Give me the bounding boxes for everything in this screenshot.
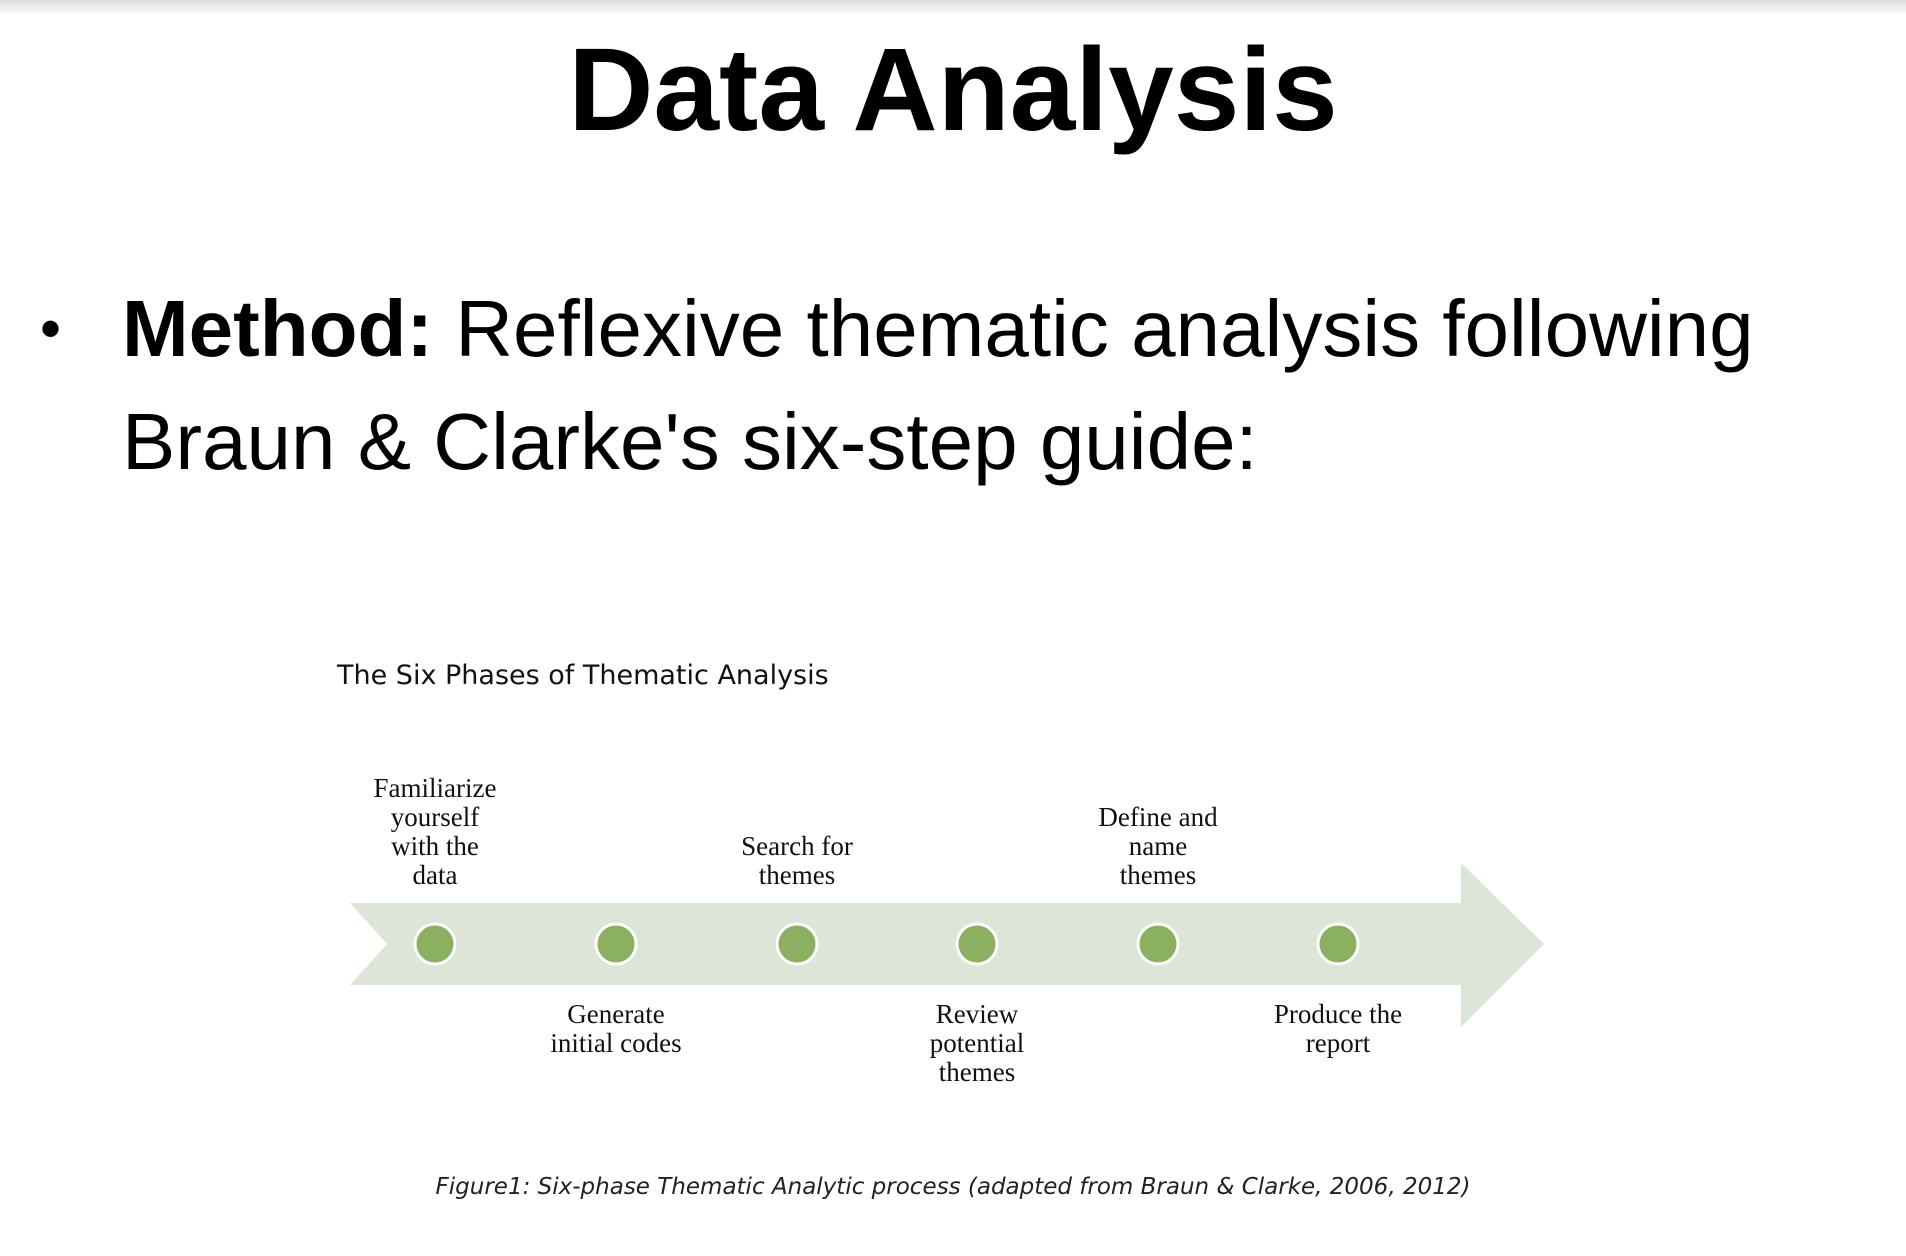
phase-node [775, 922, 819, 966]
bullet-label: Method: [122, 284, 434, 373]
phase-node [413, 922, 457, 966]
bullet-text: Method: Reflexive thematic analysis foll… [122, 272, 1906, 498]
phase-node [594, 922, 638, 966]
slide-title: Data Analysis [568, 24, 1338, 156]
process-arrow [350, 863, 1544, 1027]
phase-node [1136, 922, 1180, 966]
phase-node [1316, 922, 1360, 966]
figure-title: The Six Phases of Thematic Analysis [337, 660, 829, 691]
bullet-icon: • [40, 295, 62, 362]
top-shadow [0, 0, 1906, 16]
figure-caption: Figure1: Six-phase Thematic Analytic pro… [435, 1174, 1471, 1200]
phase-node [955, 922, 999, 966]
bullet-body: Reflexive thematic analysis following Br… [122, 284, 1754, 486]
